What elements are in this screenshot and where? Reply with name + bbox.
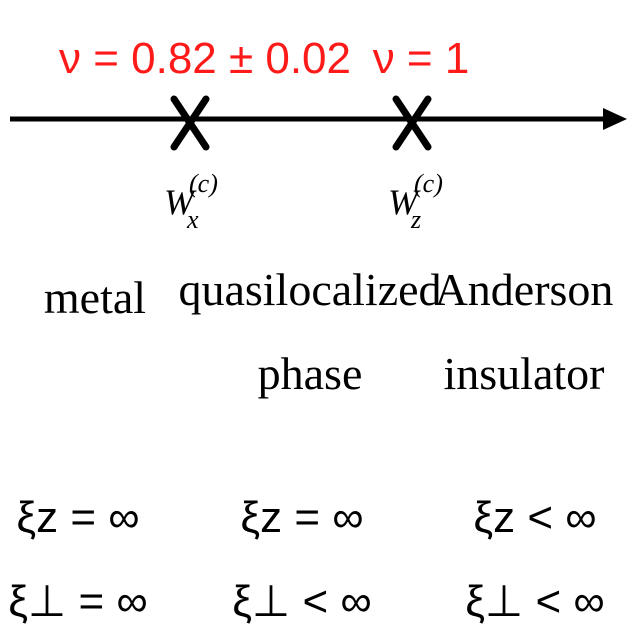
phase-name-metal: metal <box>44 272 146 323</box>
arrow-head-icon <box>603 108 627 130</box>
phase-name-quasilocalized-line2: phase <box>258 348 363 399</box>
cross-icon <box>170 95 210 151</box>
axis <box>10 108 627 130</box>
cross-icon <box>392 95 432 151</box>
symbol-sub: x <box>186 205 199 234</box>
symbol-sup: (c) <box>414 169 443 198</box>
symbol-base: W <box>164 182 197 222</box>
phase-name-anderson-line2: insulator <box>444 348 605 399</box>
symbol-sub: z <box>410 205 421 234</box>
phase-name-anderson: Anderson <box>435 264 614 315</box>
xi-z-metal: ξz = ∞ <box>16 493 139 542</box>
critical-symbol-x: W x (c) <box>164 169 218 236</box>
xi-z-anderson: ξz < ∞ <box>473 493 596 542</box>
critical-point-x: ν = 0.82 ± 0.02 W x (c) <box>59 34 351 236</box>
xi-z-quasilocalized: ξz = ∞ <box>240 493 363 542</box>
xi-perp-metal: ξ⊥ = ∞ <box>8 577 148 626</box>
xi-perp-quasilocalized: ξ⊥ < ∞ <box>232 577 372 626</box>
xi-perp-anderson: ξ⊥ < ∞ <box>465 577 605 626</box>
symbol-base: W <box>388 182 421 222</box>
phase-name-quasilocalized: quasilocalized <box>178 264 441 315</box>
exponent-label-x: ν = 0.82 ± 0.02 <box>59 34 351 83</box>
critical-symbol-z: W z (c) <box>388 169 443 236</box>
phase-labels: metal quasilocalized phase Anderson insu… <box>44 264 614 399</box>
critical-point-z: ν = 1 W z (c) <box>373 34 470 236</box>
exponent-label-z: ν = 1 <box>373 34 470 83</box>
correlation-lengths: ξz = ∞ ξ⊥ = ∞ ξz = ∞ ξ⊥ < ∞ ξz < ∞ ξ⊥ < … <box>8 493 605 626</box>
symbol-sup: (c) <box>189 169 218 198</box>
